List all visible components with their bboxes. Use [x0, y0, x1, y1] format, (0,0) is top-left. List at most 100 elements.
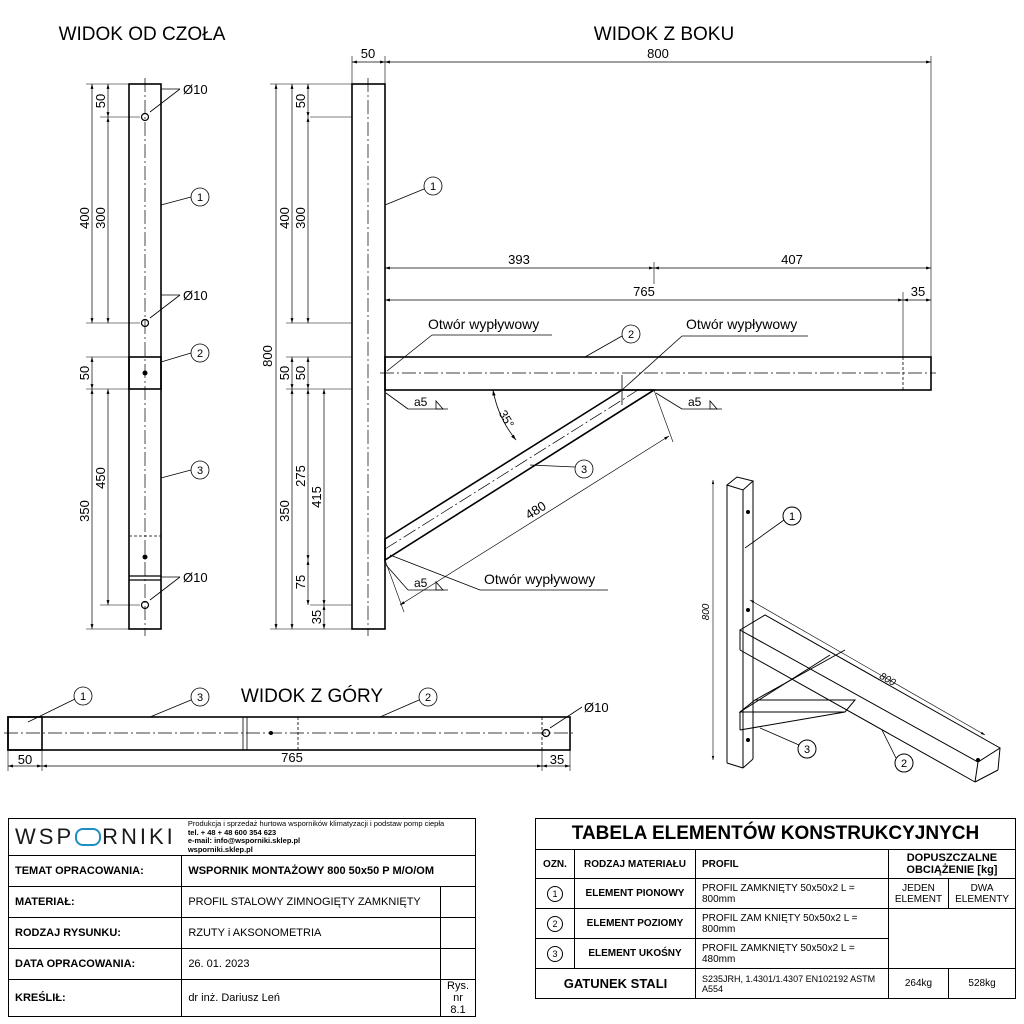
- front-callout-3-circle: [190, 460, 210, 480]
- front-dim-400: 400: [77, 207, 92, 229]
- front-hole-label-mid: Ø10: [183, 288, 208, 303]
- side-view-texts: 50 800 393 407 765 35 800 400 50 350 50 …: [260, 46, 925, 624]
- front-callout-1: 1: [197, 192, 203, 204]
- top-view-title: WIDOK Z GÓRY: [241, 685, 383, 707]
- row-value-date: 26. 01. 2023: [181, 948, 441, 980]
- load-two-elements: 528kg: [948, 968, 1016, 999]
- side-diagonal-profile: [384, 389, 657, 562]
- side-dim-407: 407: [781, 252, 803, 267]
- element-3-ozn: 3: [535, 938, 575, 969]
- top-callout-1-circle: [73, 686, 93, 706]
- iso-callout-1-circle: [782, 506, 802, 526]
- side-dim-35: 35: [911, 284, 925, 299]
- side-dim-275: 275: [293, 465, 308, 487]
- front-callout-3: 3: [197, 465, 203, 477]
- iso-brace: [738, 699, 857, 713]
- side-dim-393: 393: [508, 252, 530, 267]
- front-callout-1-circle: [190, 187, 210, 207]
- iso-post: [725, 476, 755, 491]
- front-dim-50-top: 50: [93, 94, 108, 108]
- row-label-material: MATERIAŁ:: [7, 886, 183, 918]
- top-post-section: [7, 716, 43, 751]
- side-callout-2: 2: [628, 329, 634, 341]
- isometric-view-texts: 800 800 1 3 2: [701, 511, 907, 770]
- top-hole-label: Ø10: [584, 700, 609, 715]
- side-dim-50-c: 50: [293, 366, 308, 380]
- element-2-material: ELEMENT POZIOMY: [574, 908, 696, 939]
- element-3-profile: PROFIL ZAMKNIĘTY 50x50x2 L = 480mm: [695, 938, 889, 969]
- steel-grade-value: S235JRH, 1.4301/1.4307 EN102192 ASTM A55…: [695, 968, 889, 999]
- element-2-profile: PROFIL ZAM KNIĘTY 50x50x2 L = 800mm: [695, 908, 889, 939]
- side-dim-800-top: 800: [647, 46, 669, 61]
- weld-label-3: a5: [414, 576, 428, 590]
- top-profile: [7, 716, 571, 751]
- side-callout-1: 1: [430, 181, 436, 193]
- row-value-drawn-by: dr inż. Dariusz Leń: [181, 979, 441, 1017]
- side-dim-415: 415: [309, 486, 324, 508]
- outlet-label-1: Otwór wypływowy: [428, 316, 539, 332]
- isometric-view: [711, 476, 1001, 783]
- company-line-1: Produkcja i sprzedaż hurtowa wsporników …: [187, 819, 445, 828]
- top-view-texts: 1 3 2 Ø10 50 765 35: [18, 691, 609, 767]
- top-dim-765: 765: [281, 750, 303, 765]
- top-callout-2-circle: [418, 687, 438, 707]
- side-callout-3: 3: [581, 464, 587, 476]
- side-dim-300: 300: [293, 207, 308, 229]
- header-two-elements: DWA ELEMENTY: [948, 878, 1016, 909]
- side-callout-1-circle: [423, 176, 443, 196]
- side-callout-3-circle: [574, 459, 594, 479]
- iso-callout-1: 1: [789, 511, 795, 523]
- element-1-material: ELEMENT PIONOWY: [574, 878, 696, 909]
- header-material: RODZAJ MATERIAŁU: [574, 849, 696, 879]
- top-dim-50: 50: [18, 752, 32, 767]
- element-3-material: ELEMENT UKOŚNY: [574, 938, 696, 969]
- iso-dim-800-arm: 800: [877, 671, 897, 689]
- front-view: [86, 78, 210, 636]
- side-dim-50-top: 50: [361, 46, 375, 61]
- side-callout-2-circle: [621, 324, 641, 344]
- header-load: DOPUSZCZALNE OBCIĄŻENIE [kg]: [887, 849, 1017, 879]
- empty-cell-2: [440, 917, 476, 949]
- header-profile: PROFIL: [695, 849, 889, 879]
- side-dim-480: 480: [522, 498, 548, 522]
- front-dim-350: 350: [77, 500, 92, 522]
- top-callout-3: 3: [197, 692, 203, 704]
- side-dim-400: 400: [277, 207, 292, 229]
- top-callout-1: 1: [80, 691, 86, 703]
- side-dim-765: 765: [633, 284, 655, 299]
- elements-table-title: TABELA ELEMENTÓW KONSTRUKCYJNYCH: [535, 818, 1016, 850]
- element-1-profile: PROFIL ZAMKNIĘTY 50x50x2 L = 800mm: [695, 878, 889, 909]
- side-dim-350: 350: [277, 500, 292, 522]
- drawing-number: Rys. nr 8.1: [440, 979, 476, 1017]
- company-info: Produkcja i sprzedaż hurtowa wsporników …: [181, 818, 476, 856]
- row-label-date: DATA OPRACOWANIA:: [7, 948, 183, 980]
- iso-callout-3: 3: [804, 744, 810, 756]
- side-dim-50-b: 50: [293, 94, 308, 108]
- side-view-title: WIDOK Z BOKU: [594, 24, 734, 45]
- company-phone: tel. + 48 + 48 600 354 623: [187, 827, 277, 837]
- top-view: [4, 686, 583, 771]
- iso-dim-800-vertical: 800: [701, 603, 712, 620]
- top-callout-3-circle: [190, 687, 210, 707]
- element-2-marker: 2: [547, 915, 563, 932]
- top-dim-35: 35: [550, 752, 564, 767]
- front-hole-label-bottom: Ø10: [183, 570, 208, 585]
- side-dim-35: 35: [309, 610, 324, 624]
- side-vertical-profile: [351, 83, 386, 630]
- top-callout-2: 2: [425, 692, 431, 704]
- front-horizontal-profile: [128, 356, 162, 390]
- company-website: wsporniki.sklep.pl: [187, 844, 253, 854]
- technical-drawing: WIDOK OD CZOŁA WIDOK Z BOKU WIDOK Z GÓRY: [4, 24, 1001, 783]
- load-spacer: [887, 908, 1017, 969]
- front-dim-450: 450: [93, 467, 108, 489]
- logo-ring-icon: [75, 828, 102, 846]
- front-callout-2-circle: [190, 343, 210, 363]
- element-1-ozn: 1: [535, 878, 575, 909]
- weld-label-2: a5: [688, 395, 702, 409]
- load-one-element: 264kg: [887, 968, 950, 999]
- row-label-topic: TEMAT OPRACOWANIA:: [7, 855, 183, 887]
- front-hole-label-top: Ø10: [183, 82, 208, 97]
- weld-label-1: a5: [414, 395, 428, 409]
- iso-callout-2: 2: [901, 758, 907, 770]
